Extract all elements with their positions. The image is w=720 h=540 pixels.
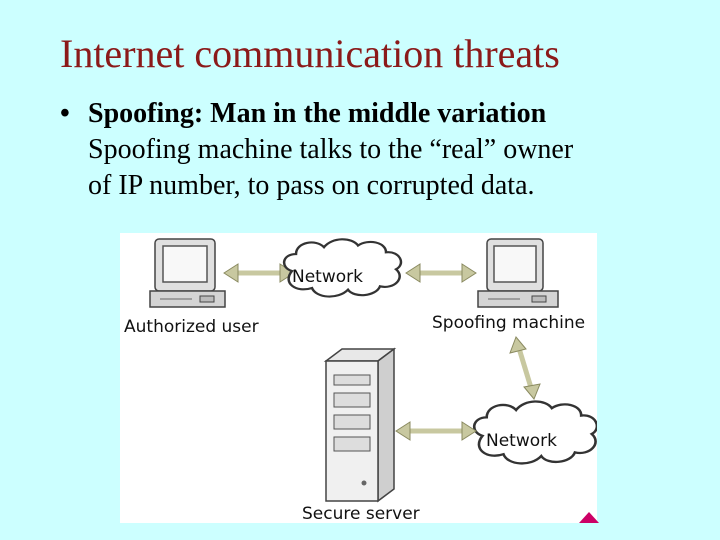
network-top-label: Network [292,267,363,287]
slide-nav-marker-icon[interactable] [579,512,599,523]
authorized-user-label: Authorized user [124,317,259,337]
spoofing-machine-label: Spoofing machine [432,313,586,333]
slide-title: Internet communication threats [60,31,560,76]
bullet-heading: Spoofing: Man in the middle variation [88,98,547,129]
secure-server-tower-icon [323,347,397,503]
bullet-line-2: of IP number, to pass on corrupted data. [88,170,535,201]
network-bottom-label: Network [486,431,557,451]
arrow-network-spoofer [405,263,477,283]
secure-server-label: Secure server [302,504,420,524]
bullet-dot: • [60,98,70,129]
arrow-user-network [223,263,295,283]
arrow-spoofer-network [509,336,541,400]
bullet-line-1: Spoofing machine talks to the “real” own… [88,134,574,165]
authorized-user-computer-icon [149,238,226,308]
arrow-server-network [395,421,477,441]
spoofing-machine-computer-icon [477,238,559,308]
spoofing-diagram: Authorized user Network Spoofing machine… [120,233,597,524]
